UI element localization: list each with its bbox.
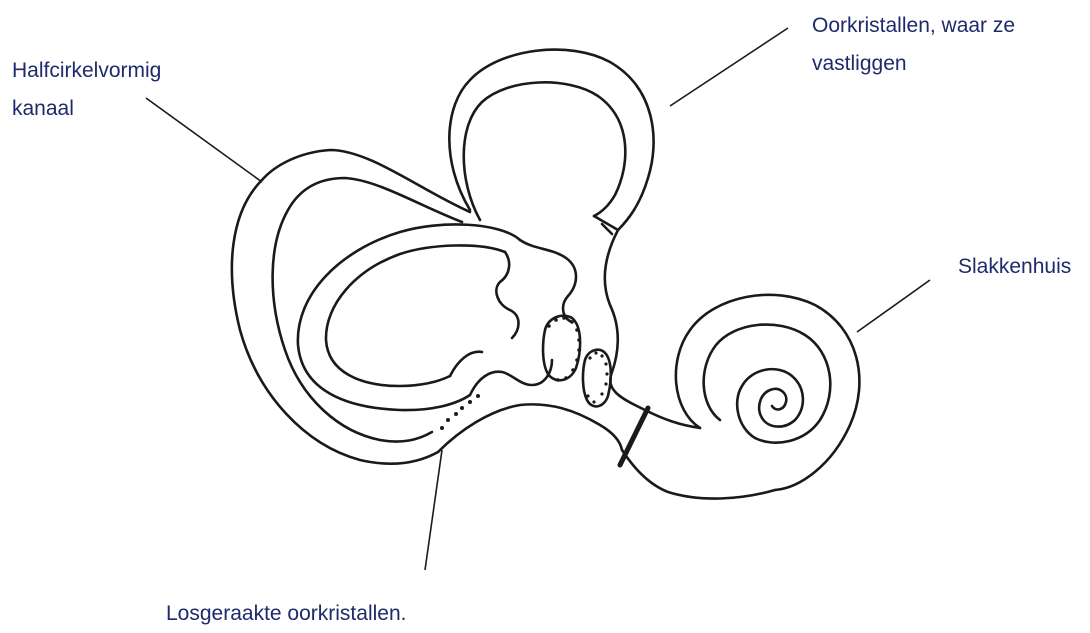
vestibule-inner-ridge-4: [450, 352, 482, 376]
cochlea-oval-window: [620, 408, 648, 465]
pointer-line-ear-crystals: [670, 28, 788, 106]
label-loose-crystals-text: Losgeraakte oorkristallen.: [166, 595, 406, 633]
vestibule-lower-edge: [438, 404, 622, 452]
cochlea-spiral-core: [759, 389, 786, 418]
lateral-canal-inner: [326, 245, 505, 386]
pointer-line-semicircular-canal: [146, 98, 262, 182]
anterior-canal-inner: [464, 82, 626, 220]
label-cochlea-text: Slakkenhuis: [958, 248, 1071, 286]
label-ear-crystals-line2: vastliggen: [812, 45, 1015, 83]
label-ear-crystals: Oorkristallen, waar ze vastliggen: [812, 7, 1015, 83]
anterior-canal-neck: [594, 216, 618, 234]
label-ear-crystals-line1: Oorkristallen, waar ze: [812, 7, 1015, 45]
label-loose-crystals: Losgeraakte oorkristallen.: [166, 595, 406, 633]
anterior-canal-outer: [449, 50, 653, 230]
vestibule-inner-ridge-1: [496, 252, 518, 338]
cochlea-spiral-inner: [737, 369, 803, 438]
pointer-line-cochlea: [857, 280, 930, 332]
vestibule-inner-ridge-3: [470, 360, 552, 395]
label-semicircular-canal: Halfcirkelvormig kanaal: [12, 52, 161, 128]
saccule-outline: [583, 350, 611, 407]
label-semicircular-canal-line1: Halfcirkelvormig: [12, 52, 161, 90]
cochlea-spiral-middle: [704, 325, 831, 443]
posterior-canal-inner: [273, 178, 462, 442]
vestibule-inner-ridge-2: [520, 240, 576, 322]
posterior-canal-outer: [232, 150, 470, 464]
pointer-line-loose-crystals: [425, 450, 442, 570]
cochlea-duct-top: [645, 410, 700, 428]
cochlea-duct-bottom: [622, 450, 775, 499]
label-cochlea: Slakkenhuis: [958, 248, 1071, 286]
label-semicircular-canal-line2: kanaal: [12, 90, 161, 128]
